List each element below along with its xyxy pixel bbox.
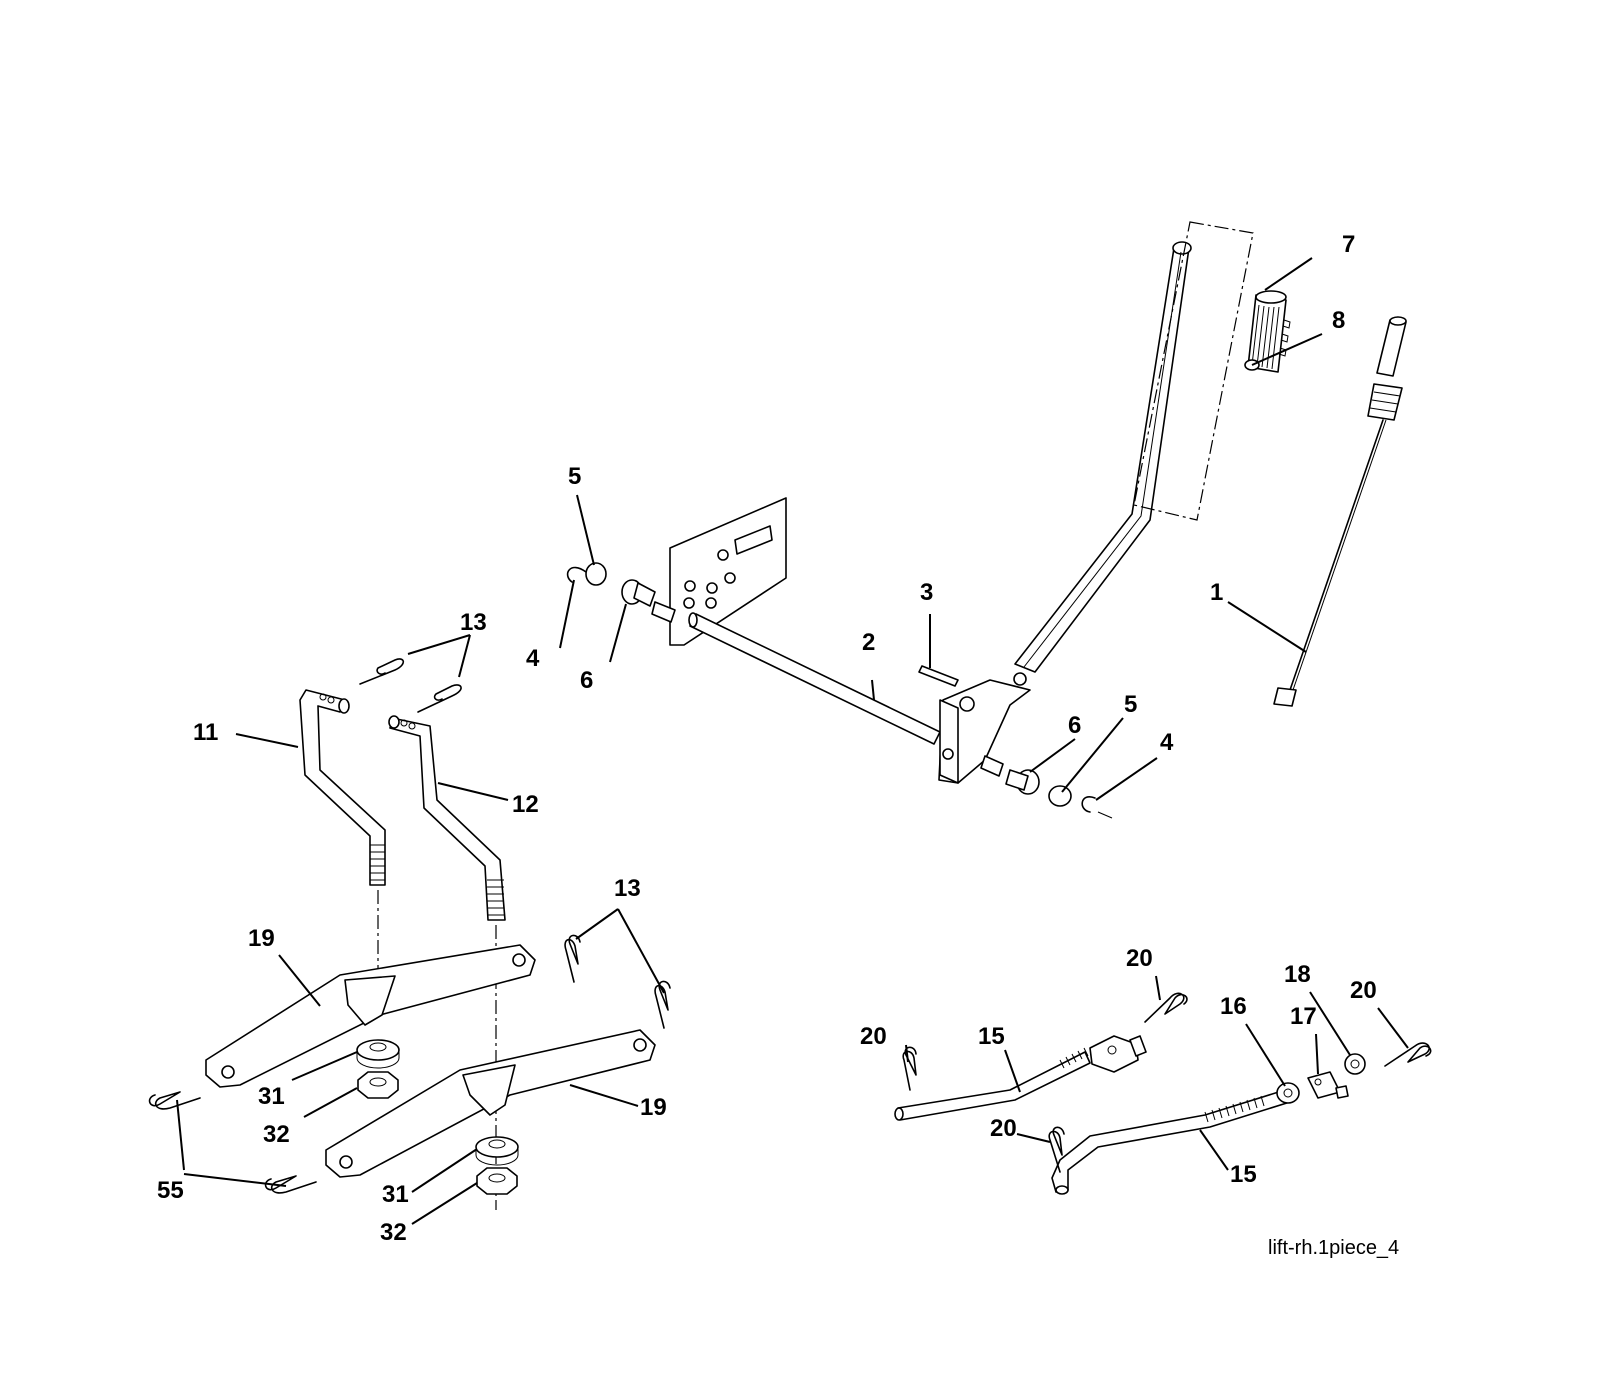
hairpin-clip-13d [654,980,671,1029]
callout-31a: 31 [258,1083,285,1110]
callout-31b: 31 [382,1181,409,1208]
callout-15a: 15 [978,1023,1005,1050]
callout-32b: 32 [380,1219,407,1246]
callout-8: 8 [1332,307,1345,334]
callout-19b: 19 [640,1094,667,1121]
hairpin-clip-20c [1048,1126,1065,1173]
nut-32a [357,1071,399,1099]
callout-32a: 32 [263,1121,290,1148]
callout-55: 55 [157,1177,184,1204]
callout-20a: 20 [860,1023,887,1050]
lift-handle [1014,241,1192,673]
leader-lines [176,257,1409,1225]
handle-grip [1247,290,1291,373]
callout-20c: 20 [990,1115,1017,1142]
callout-13a: 13 [460,609,487,636]
washer-31b [475,1136,519,1166]
hairpin-clip-13a [359,658,405,685]
callout-6b: 6 [1068,712,1081,739]
hairpin-clip-13b [417,684,462,713]
callout-4b: 4 [1160,729,1174,756]
grip-outline [1133,221,1254,521]
callout-1: 1 [1210,579,1223,606]
lift-arm-19a [205,944,536,1088]
lever-hub [938,672,1031,784]
bushing-18 [1344,1053,1366,1075]
hairpin-clip-55a [148,1091,201,1110]
hairpin-clip-20d [1384,1042,1432,1067]
ferrule-17 [1307,1071,1349,1099]
washer-right [1048,785,1072,807]
callout-15b: 15 [1230,1161,1257,1188]
callout-3: 3 [920,579,933,606]
lift-arm-19b [325,1029,656,1178]
callout-12: 12 [512,791,539,818]
callout-6a: 6 [580,667,593,694]
callout-17: 17 [1290,1003,1317,1030]
callout-2: 2 [862,629,875,656]
hairpin-clip-13c [564,934,581,983]
retaining-ring-left [566,566,587,583]
callout-19a: 19 [248,925,275,952]
callout-5a: 5 [568,463,581,490]
spring-pin [918,665,959,687]
shaft-end-right [980,755,1004,777]
callout-18: 18 [1284,961,1311,988]
washer-left [585,562,607,586]
shaft-end-left [651,601,676,623]
hairpin-clip-20a [902,1046,917,1091]
callout-20b: 20 [1126,945,1153,972]
lift-link-12 [388,715,506,921]
callout-20d: 20 [1350,977,1377,1004]
callout-11: 11 [193,719,218,746]
trunnion-block-upper [1089,1035,1147,1073]
drawing-id: lift-rh.1piece_4 [1268,1237,1399,1259]
washer-31a [356,1039,400,1069]
nut-16 [1276,1082,1300,1104]
pivot-bracket [669,497,787,646]
lift-link-11 [299,689,386,886]
lift-shaft [688,612,941,745]
hairpin-clip-20b [1144,992,1188,1023]
callout-5b: 5 [1124,691,1137,718]
retaining-ring-right [1081,796,1096,813]
callout-4a: 4 [526,645,540,672]
adjust-rod-15b [1051,1089,1291,1195]
nut-32b [476,1167,518,1195]
lift-cable [1273,316,1407,707]
callout-16: 16 [1220,993,1247,1020]
callout-13b: 13 [614,875,641,902]
callout-7: 7 [1342,231,1355,258]
adjust-rod-15a [894,1047,1091,1121]
